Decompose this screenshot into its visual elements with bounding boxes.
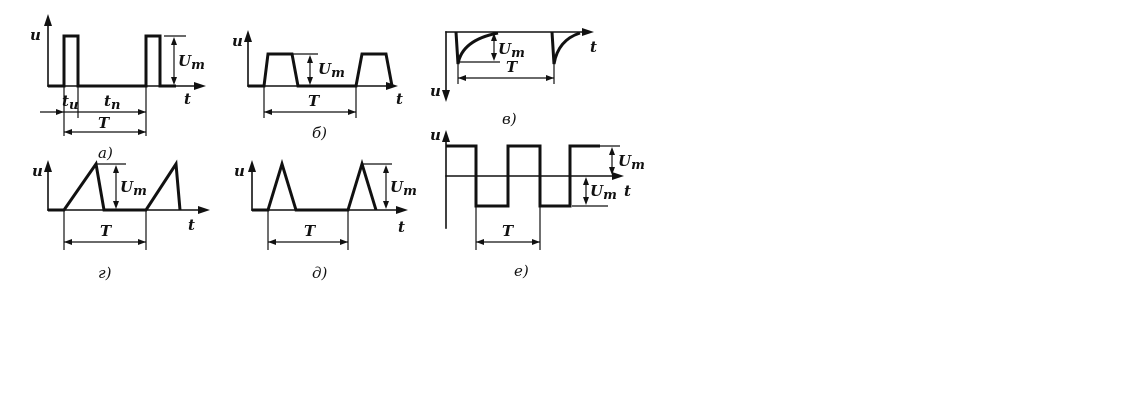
panel-b-period-arrow-r: [348, 109, 356, 115]
panel-e-axis-v-label: u: [234, 162, 245, 180]
panel-a-tp-label: tп: [104, 92, 120, 113]
panel-f: u t Um Um T е): [430, 126, 645, 280]
panel-d-period-arrow-l: [64, 239, 72, 245]
panel-e-um-arrowhead-bot: [383, 201, 389, 209]
panel-a-axis-h-arrow: [194, 82, 206, 90]
panel-a-um-label: Um: [178, 52, 205, 73]
panel-f-um-bot-arrowhead-b: [583, 197, 589, 205]
panel-d-um-label: Um: [120, 178, 147, 199]
panel-c-period-label: T: [506, 58, 519, 76]
panel-c-caption: в): [502, 110, 517, 128]
panel-a-ti-arrow-left: [56, 109, 64, 115]
panel-e-um-label: Um: [390, 178, 417, 199]
panel-d: u t Um T г): [32, 159, 210, 282]
panel-d-period-label: T: [100, 222, 113, 240]
panel-d-caption: г): [98, 264, 112, 282]
panel-e-axis-h-arrow: [396, 206, 408, 214]
panel-a-ti-label: tи: [62, 92, 78, 113]
panel-b-period-arrow-l: [264, 109, 272, 115]
panel-a-tp-arrow-right: [138, 109, 146, 115]
panel-c-period-arrow-l: [458, 75, 466, 81]
panel-c-axis-h-label: t: [590, 38, 597, 56]
panel-f-um-top-label: Um: [618, 152, 645, 173]
panel-a-axis-h-label: t: [184, 90, 191, 108]
panel-c-signal: [454, 31, 581, 65]
panel-c-period-arrow-r: [546, 75, 554, 81]
panel-e-period-arrow-r: [340, 239, 348, 245]
panel-a: u t Um tи tп T а): [30, 14, 206, 162]
panel-e-period-label: T: [304, 222, 317, 240]
panel-d-axis-h-arrow: [198, 206, 210, 214]
panel-f-period-arrow-r: [532, 239, 540, 245]
panel-f-axis-h-label: t: [624, 182, 631, 200]
panel-b-axis-v-arrow: [244, 30, 252, 42]
panel-a-caption: а): [98, 144, 113, 162]
panel-b-period-label: T: [308, 92, 321, 110]
panel-a-axis-v-arrow: [44, 14, 52, 26]
panel-f-axis-v-arrow: [442, 130, 450, 142]
panel-e-um-arrowhead-top: [383, 165, 389, 173]
panel-f-axis-v-label: u: [430, 126, 441, 144]
panel-d-axis-h-label: t: [188, 216, 195, 234]
panel-a-um-arrowhead-top: [171, 37, 177, 45]
panel-b-axis-h-label: t: [396, 90, 403, 108]
panel-f-um-top-arrowhead-b: [609, 167, 615, 175]
panel-c-um-arrowhead-top: [491, 33, 497, 41]
panel-a-axis-v-label: u: [30, 26, 41, 44]
panel-e-caption: д): [312, 264, 328, 282]
panel-d-period-arrow-r: [138, 239, 146, 245]
panel-b-um-arrowhead-bot: [307, 77, 313, 85]
panel-b-signal: [248, 52, 394, 88]
panel-f-period-arrow-l: [476, 239, 484, 245]
panel-c-axis-v-arrow: [442, 90, 450, 102]
panel-d-um-arrowhead-bot: [113, 201, 119, 209]
panel-a-period-arrow-l: [64, 129, 72, 135]
panel-c-axis-v-label: u: [430, 82, 441, 100]
panel-f-axis-h-arrow: [612, 172, 624, 180]
panel-e-axis-v-arrow: [248, 160, 256, 172]
panel-b-um-arrowhead-top: [307, 55, 313, 63]
panel-a-period-arrow-r: [138, 129, 146, 135]
panel-e: u t Um T д): [234, 158, 417, 282]
panel-b-um-label: Um: [318, 60, 345, 81]
panel-f-caption: е): [514, 262, 529, 280]
panel-f-signal: [446, 144, 600, 208]
panel-c-um-label: Um: [498, 40, 525, 61]
panel-a-signal: [48, 34, 176, 88]
panel-f-um-bot-label: Um: [590, 182, 617, 203]
panel-c: u t Um T в): [430, 28, 597, 128]
panel-b-axis-v-label: u: [232, 32, 243, 50]
panel-c-um-arrowhead-bot: [491, 53, 497, 61]
panel-e-period-arrow-l: [268, 239, 276, 245]
panel-a-um-arrowhead-bot: [171, 77, 177, 85]
panel-a-period-label: T: [98, 114, 111, 132]
panel-e-signal: [252, 158, 378, 212]
panel-d-axis-v-label: u: [32, 162, 43, 180]
panel-e-axis-h-label: t: [398, 218, 405, 236]
panel-f-period-label: T: [502, 222, 515, 240]
panel-d-axis-v-arrow: [44, 160, 52, 172]
panel-f-um-top-arrowhead-a: [609, 147, 615, 155]
panel-b-caption: б): [312, 124, 327, 142]
panel-f-um-bot-arrowhead-a: [583, 177, 589, 185]
panel-b: u t Um T б): [232, 30, 403, 142]
panel-c-axis-h-arrow: [582, 28, 594, 36]
panel-d-um-arrowhead-top: [113, 165, 119, 173]
